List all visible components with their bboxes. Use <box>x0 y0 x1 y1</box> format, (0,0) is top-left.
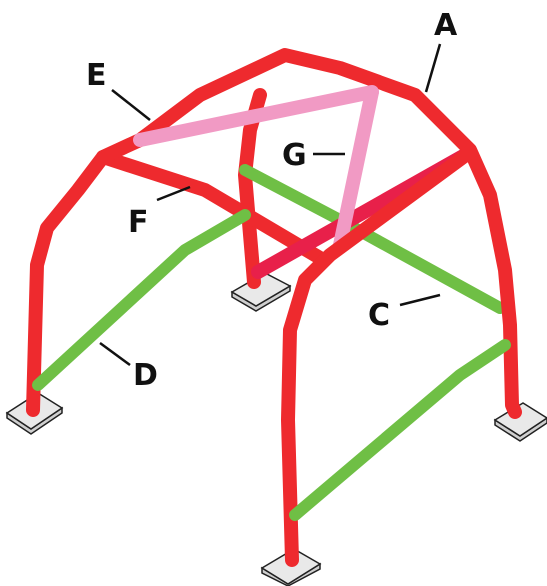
front-right-door-bar <box>289 339 511 521</box>
bar-d <box>32 209 251 391</box>
bar-g <box>333 85 379 252</box>
front-right-leg <box>281 145 477 567</box>
label-d: D <box>133 358 158 393</box>
leader-c <box>399 293 441 307</box>
bar-e-front-hoop <box>26 48 522 419</box>
bar-e-roof <box>133 85 379 147</box>
label-e: E <box>86 58 107 93</box>
label-g: G <box>282 138 307 173</box>
label-f: F <box>128 205 149 240</box>
label-c: C <box>368 298 390 333</box>
base-plate-rear-left <box>230 272 292 312</box>
label-a: A <box>434 8 458 43</box>
leader-a <box>424 43 442 93</box>
leader-f <box>156 185 191 202</box>
leader-e <box>111 89 151 121</box>
bar-f <box>96 150 327 265</box>
leader-d <box>99 341 131 367</box>
